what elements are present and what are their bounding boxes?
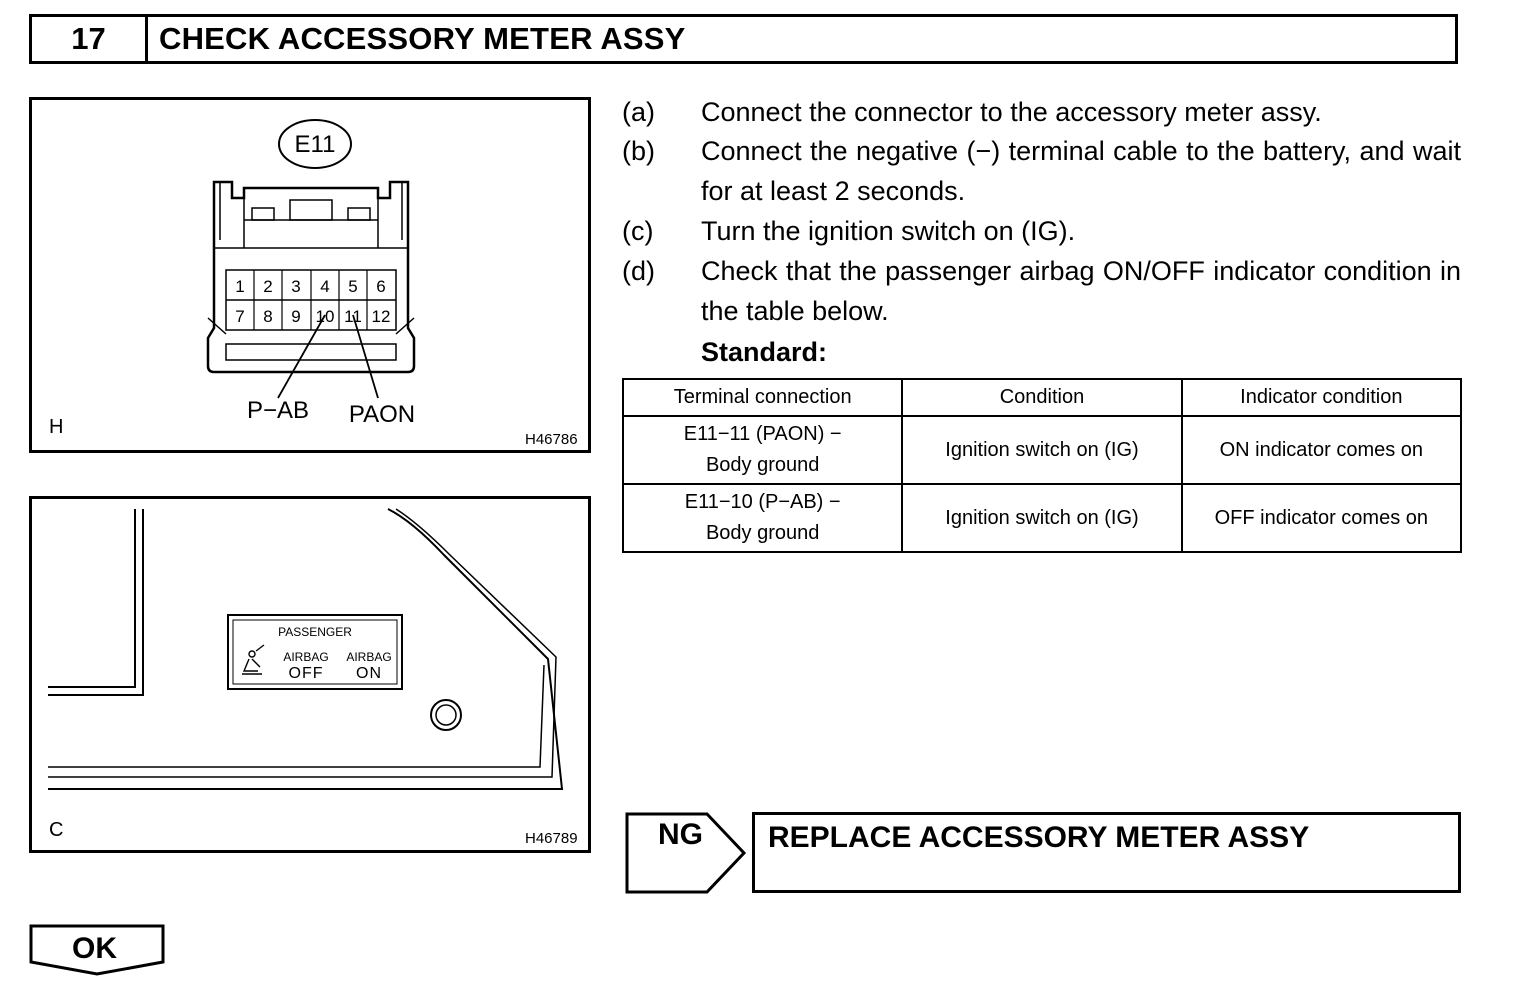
step-letter: (c) — [622, 216, 654, 246]
pin-2: 2 — [263, 277, 272, 296]
pin-6: 6 — [376, 277, 385, 296]
table-header-cell: Condition — [901, 378, 1183, 417]
step-number: 17 — [32, 17, 148, 61]
terminal-cell: E11−10 (P−AB) − Body ground — [621, 483, 904, 553]
figure-corner-letter: H — [49, 416, 64, 438]
connector-diagram: E11 1 2 3 4 5 6 7 8 9 — [206, 119, 416, 428]
standard-label: Standard: — [701, 337, 828, 367]
pin-1: 1 — [235, 277, 244, 296]
pin-4: 4 — [320, 277, 329, 296]
on-label: ON — [356, 665, 382, 682]
table-row: E11−11 (PAON) − Body ground Ignition swi… — [621, 415, 1463, 485]
pab-label: P−AB — [247, 397, 309, 424]
standard-table: Terminal connection Condition Indicator … — [621, 378, 1463, 553]
round-knob — [430, 699, 462, 731]
pin-3: 3 — [291, 277, 300, 296]
airbag-seat-icon — [242, 644, 265, 675]
paon-leader-line — [352, 314, 379, 399]
indicator-panel-figure: PASSENGER AIRBAG OFF AIRBAG ON C H46789 — [29, 496, 591, 853]
step-text: Connect the connector to the accessory m… — [701, 97, 1322, 127]
step-text: Connect the negative (−) terminal cable … — [701, 136, 1461, 206]
indicator-cell: ON indicator comes on — [1180, 415, 1463, 485]
step-letter: (b) — [622, 136, 655, 166]
pab-leader-line — [277, 314, 326, 399]
ng-action-box[interactable]: REPLACE ACCESSORY METER ASSY — [752, 812, 1461, 893]
meter-illustration: PASSENGER AIRBAG OFF AIRBAG ON — [48, 508, 564, 790]
condition-cell: Ignition switch on (IG) — [901, 415, 1183, 485]
figure-corner-letter: C — [49, 819, 64, 841]
ng-label: NG — [658, 818, 703, 851]
indicator-panel — [227, 614, 403, 690]
condition-cell: Ignition switch on (IG) — [901, 483, 1183, 553]
ng-action-text: REPLACE ACCESSORY METER ASSY — [768, 821, 1310, 854]
pin-8: 8 — [263, 307, 272, 326]
terminal-line: Body ground — [705, 522, 820, 544]
step-letter: (d) — [622, 256, 655, 286]
table-header-row: Terminal connection Condition Indicator … — [621, 378, 1463, 417]
ng-arrow-box[interactable] — [625, 812, 747, 894]
connector-figure: E11 1 2 3 4 5 6 7 8 9 — [29, 97, 591, 453]
airbag-on-text: AIRBAG — [346, 650, 391, 664]
pin-9: 9 — [291, 307, 300, 326]
figure-code: H46789 — [525, 830, 578, 847]
table-header-cell: Indicator condition — [1180, 378, 1463, 417]
figure-code: H46786 — [525, 431, 578, 448]
panel-title: PASSENGER — [278, 625, 352, 639]
ok-label: OK — [72, 932, 117, 965]
table-header-cell: Terminal connection — [621, 378, 904, 417]
step-text: Check that the passenger airbag ON/OFF i… — [701, 256, 1461, 326]
pin-5: 5 — [348, 277, 357, 296]
indicator-cell: OFF indicator comes on — [1180, 483, 1463, 553]
table-row: E11−10 (P−AB) − Body ground Ignition swi… — [621, 483, 1463, 553]
pin-12: 12 — [372, 307, 391, 326]
ok-arrow-box[interactable] — [29, 924, 165, 976]
step-text: Turn the ignition switch on (IG). — [701, 216, 1076, 246]
off-label: OFF — [289, 665, 324, 682]
pin-7: 7 — [235, 307, 244, 326]
step-letter: (a) — [622, 97, 655, 127]
connector-id-ellipse — [278, 119, 352, 169]
step-header: 17 CHECK ACCESSORY METER ASSY — [29, 14, 1458, 64]
terminal-line: E11−10 (P−AB) − — [684, 491, 841, 513]
airbag-off-text: AIRBAG — [283, 650, 328, 664]
paon-label: PAON — [349, 401, 415, 428]
step-title: CHECK ACCESSORY METER ASSY — [159, 21, 686, 56]
terminal-cell: E11−11 (PAON) − Body ground — [621, 415, 904, 485]
connector-id-label: E11 — [295, 131, 336, 158]
terminal-line: Body ground — [705, 454, 820, 476]
terminal-line: E11−11 (PAON) − — [683, 423, 842, 445]
